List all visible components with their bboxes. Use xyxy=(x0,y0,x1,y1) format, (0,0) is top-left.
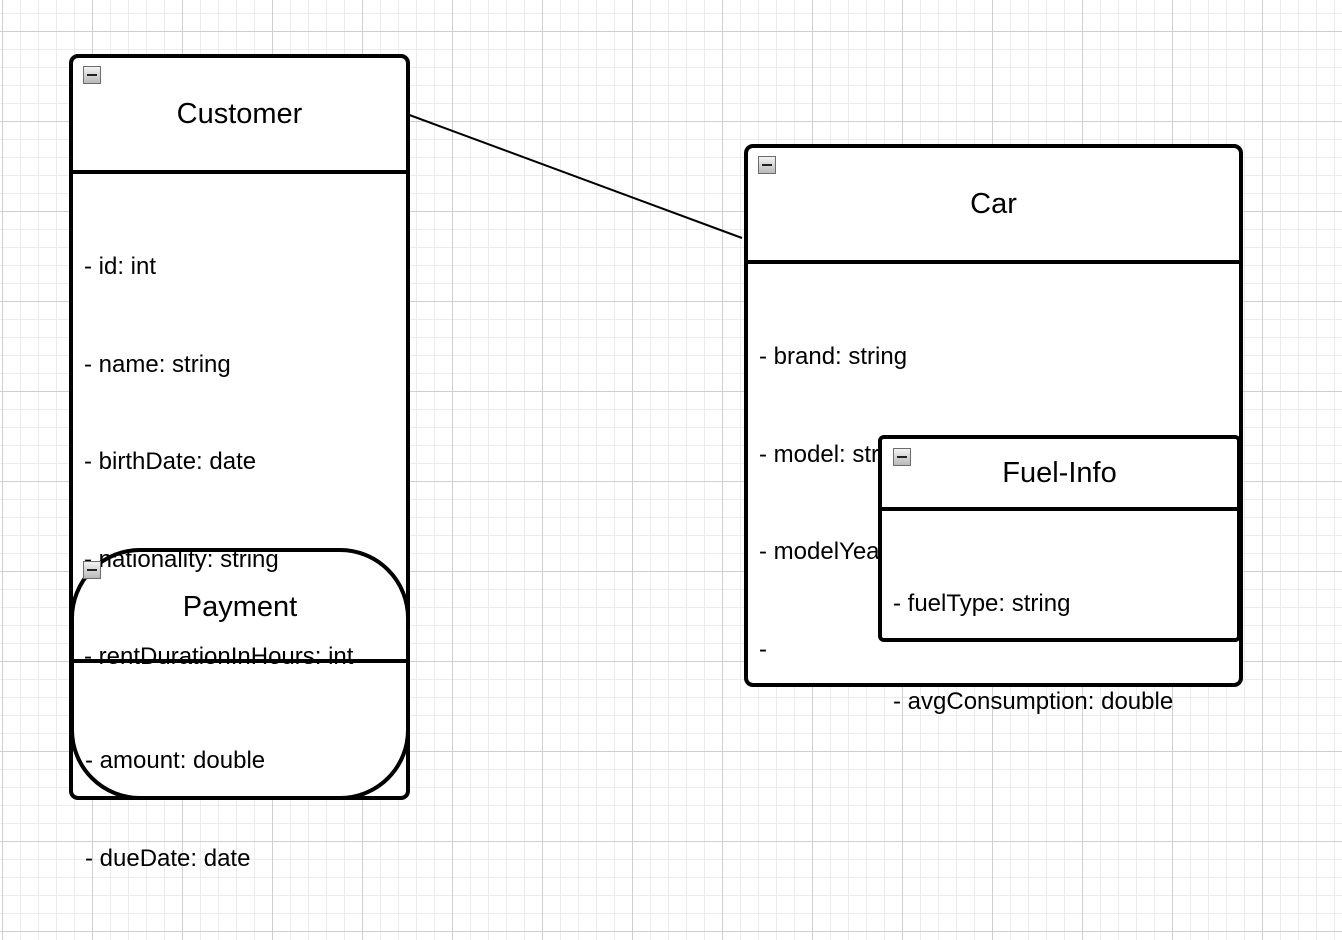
attribute-line: - brand: string xyxy=(759,343,908,370)
fuel-info-class-header[interactable]: Fuel-Info xyxy=(882,439,1237,511)
car-class-name: Car xyxy=(970,187,1017,220)
payment-class[interactable]: Payment - amount: double - dueDate: date xyxy=(70,548,410,872)
attribute-line: - name: string xyxy=(84,350,231,378)
attribute-line: - id: int xyxy=(84,253,157,280)
fuel-info-class-name: Fuel-Info xyxy=(1002,456,1117,489)
attribute-line: - dueDate: date xyxy=(85,844,251,872)
customer-class[interactable]: Customer - id: int - name: string - birt… xyxy=(69,54,410,800)
attribute-line: - amount: double xyxy=(85,747,266,774)
connector-layer xyxy=(403,112,743,239)
fuel-info-attributes[interactable]: - fuelType: string - avgConsumption: dou… xyxy=(893,523,1173,783)
collapse-minus-icon[interactable] xyxy=(893,448,911,466)
payment-class-name: Payment xyxy=(182,591,298,623)
diagram-canvas[interactable]: Customer - id: int - name: string - birt… xyxy=(0,0,1342,897)
payment-attributes[interactable]: - amount: double - dueDate: date xyxy=(85,680,265,940)
attribute-line: - rentDurationInHours: int xyxy=(84,643,354,670)
payment-class-header[interactable]: Payment xyxy=(74,552,406,663)
collapse-minus-icon[interactable] xyxy=(83,561,101,579)
customer-class-name: Customer xyxy=(176,97,303,130)
car-class-header[interactable]: Car xyxy=(748,148,1239,264)
attribute-line: - xyxy=(759,635,767,663)
payment-divider xyxy=(70,659,410,663)
attribute-line: - fuelType: string xyxy=(893,590,1071,617)
fuel-info-class[interactable]: Fuel-Info - fuelType: string - avgConsum… xyxy=(878,435,1241,715)
collapse-minus-icon[interactable] xyxy=(758,156,776,174)
attribute-line: - avgConsumption: double xyxy=(893,687,1174,715)
collapse-minus-icon[interactable] xyxy=(83,66,101,84)
association-line-customer-car[interactable] xyxy=(403,112,743,239)
customer-class-header[interactable]: Customer xyxy=(73,58,406,174)
attribute-line: - birthDate: date xyxy=(84,448,257,475)
